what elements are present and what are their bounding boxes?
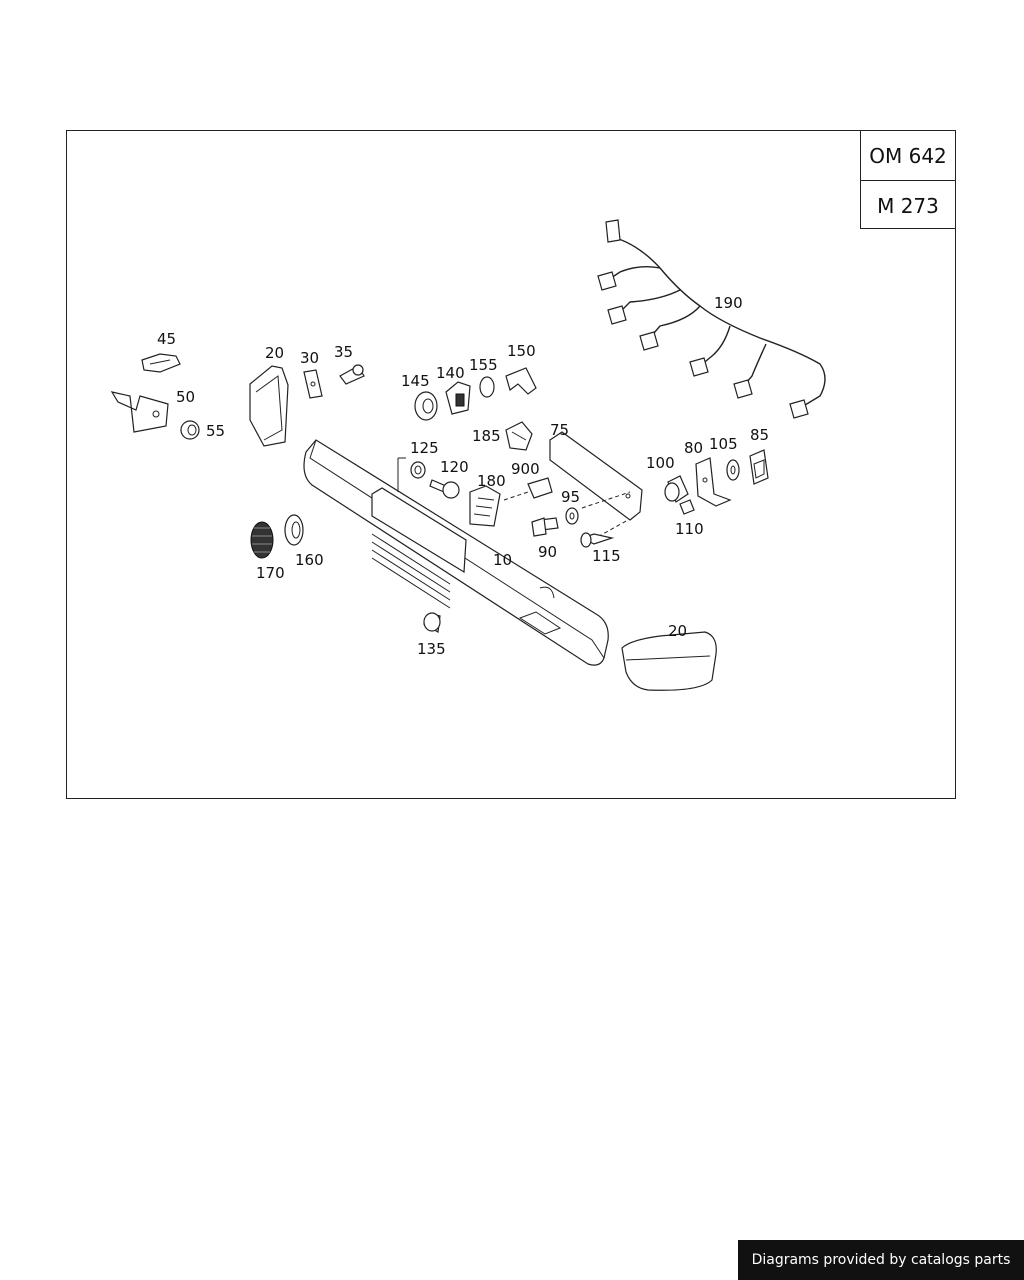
part-170-grille[interactable] [250,521,274,559]
callout-45: 45 [157,330,176,348]
callout-150: 150 [507,342,536,360]
callout-140: 140 [436,364,465,382]
part-120-bolt[interactable] [429,479,460,499]
part-90-bolt[interactable] [531,517,559,537]
part-180-control-unit[interactable] [469,485,501,527]
callout-50: 50 [176,388,195,406]
part-160-trim-ring[interactable] [284,514,304,546]
footer-credit: Diagrams provided by catalogs parts [738,1240,1024,1280]
callout-190: 190 [714,294,743,312]
callout-185: 185 [472,427,501,445]
part-50-bracket[interactable] [110,391,169,433]
callout-35: 35 [334,343,353,361]
callout-110: 110 [675,520,704,538]
part-155-seal-ring[interactable] [479,376,495,398]
callout-170: 170 [256,564,285,582]
part-105-washer[interactable] [726,459,740,481]
callout-20-right: 20 [668,622,687,640]
part-80-bracket[interactable] [695,457,732,507]
callout-80: 80 [684,439,703,457]
callout-125: 125 [410,439,439,457]
callout-55: 55 [206,422,225,440]
part-75-mounting-rail[interactable] [549,431,643,541]
engine-code-box: OM 642 M 273 [860,130,956,229]
part-185-holder[interactable] [505,421,533,451]
part-20-right-end-cap[interactable] [621,631,717,691]
part-125-washer[interactable] [397,457,426,492]
callout-30: 30 [300,349,319,367]
callout-155: 155 [469,356,498,374]
part-145-sensor-ring[interactable] [414,391,438,421]
part-190-wiring-harness[interactable] [597,219,826,419]
part-140-parking-sensor[interactable] [445,381,471,415]
callout-135: 135 [417,640,446,658]
part-115-screw[interactable] [580,532,615,548]
part-20-left-end-cap[interactable] [249,365,289,447]
diagram-frame [66,130,956,799]
part-85-clip[interactable] [749,449,769,485]
callout-900: 900 [511,460,540,478]
callout-180: 180 [477,472,506,490]
callout-10: 10 [493,551,512,569]
part-150-sensor-holder[interactable] [505,367,537,395]
part-110-nut[interactable] [679,499,695,515]
callout-20-left: 20 [265,344,284,362]
part-900-connector[interactable] [503,477,553,501]
engine-code-m273[interactable]: M 273 [861,180,955,230]
exploded-parts-diagram: 45 50 55 20 30 35 145 140 155 150 185 12… [110,219,826,691]
callout-105: 105 [709,435,738,453]
part-30-clip[interactable] [303,369,323,399]
part-10-bumper-cover[interactable] [303,439,609,666]
callout-145: 145 [401,372,430,390]
part-100-spacer[interactable] [664,475,689,503]
part-95-washer[interactable] [565,507,579,525]
part-55-grommet[interactable] [180,420,200,440]
callout-75: 75 [550,421,569,439]
engine-code-om642[interactable]: OM 642 [869,143,947,168]
callout-85: 85 [750,426,769,444]
part-45-clip[interactable] [141,353,181,373]
callout-95: 95 [561,488,580,506]
callout-100: 100 [646,454,675,472]
part-135-plug[interactable] [423,612,441,633]
callout-115: 115 [592,547,621,565]
callout-120: 120 [440,458,469,476]
callout-160: 160 [295,551,324,569]
callout-90: 90 [538,543,557,561]
part-35-rivet[interactable] [339,364,365,385]
